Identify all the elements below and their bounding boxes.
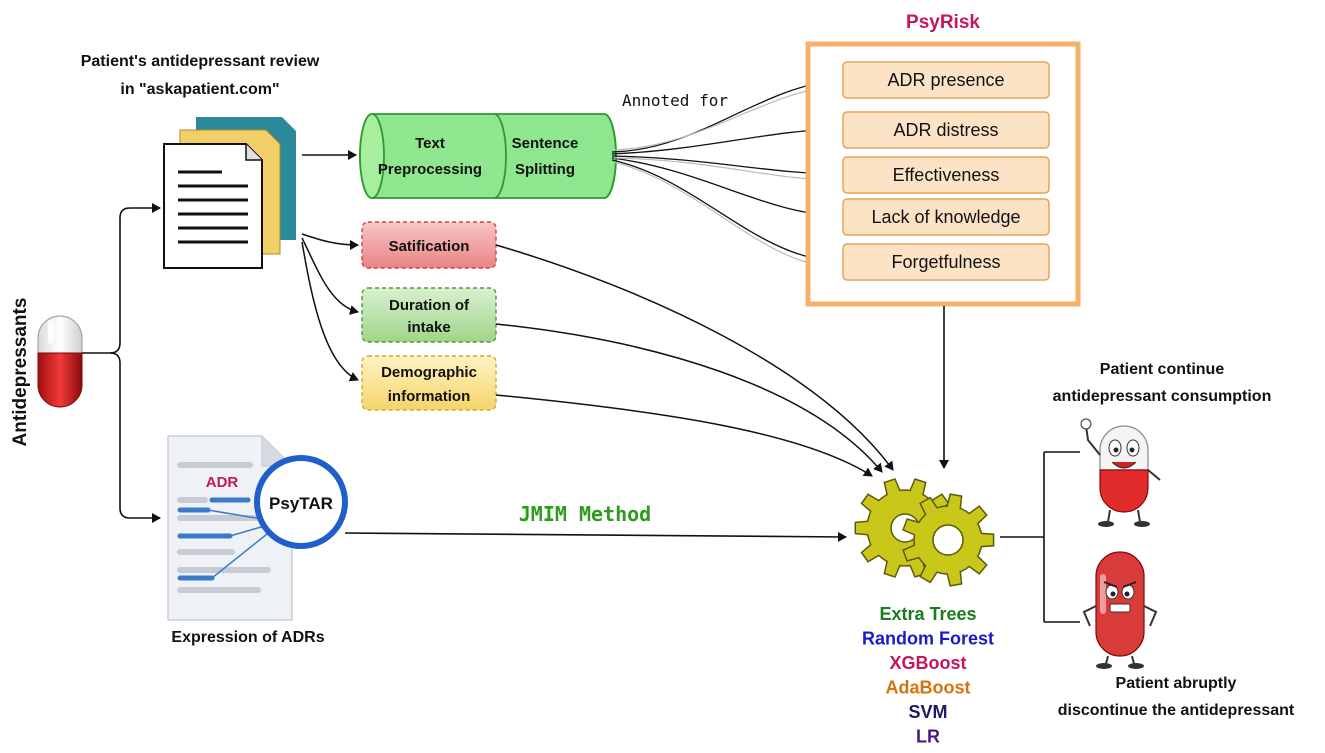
psytar-caption: Expression of ADRs [171, 629, 324, 646]
psyrisk-item-box [842, 111, 1050, 149]
psyrisk-title: PsyRisk [906, 12, 980, 33]
model-name: XGBoost [889, 653, 966, 673]
continue-label-line2: antidepressant consumption [1053, 388, 1272, 405]
model-name: Extra Trees [879, 604, 976, 624]
duration-label-line1: Duration of [389, 297, 470, 314]
model-name: LR [916, 727, 940, 747]
annotated-for-label: Annoted for [622, 91, 728, 110]
psyrisk-item-box [842, 156, 1050, 194]
psyrisk-item-label: ADR presence [887, 70, 1004, 90]
stage1-label-line1: Text [415, 135, 445, 152]
documents-icon [163, 117, 296, 269]
outcome-bracket [1000, 451, 1080, 623]
demographic-label-line2: information [388, 388, 471, 405]
model-name: AdaBoost [886, 678, 971, 698]
satisfaction-label: Satification [389, 238, 470, 255]
model-name: Random Forest [862, 629, 994, 649]
doc-to-features-arrows [301, 233, 359, 382]
model-gears-icon [854, 478, 995, 587]
psytar-to-model-arrow [344, 531, 847, 542]
demographic-box [361, 355, 497, 411]
psyrisk-item-box [842, 243, 1050, 281]
features-to-model-arrows [495, 244, 894, 477]
discontinue-label-line1: Patient abruptly [1116, 675, 1237, 692]
psytar-magnifier-ring [254, 455, 348, 549]
stage2-label-line2: Splitting [515, 161, 575, 178]
psyrisk-item-label: Lack of knowledge [871, 207, 1020, 227]
psyrisk-item-label: ADR distress [893, 120, 998, 140]
preprocessing-pipeline [359, 113, 617, 199]
jmim-method-label: JMIM Method [519, 502, 651, 526]
continue-label-line1: Patient continue [1100, 361, 1225, 378]
pill-icon [37, 315, 83, 408]
pill-branch-connector [82, 203, 161, 523]
demographic-label-line1: Demographic [381, 364, 477, 381]
model-name: SVM [908, 702, 947, 722]
duration-label-line2: intake [407, 319, 450, 336]
psyrisk-item-box [842, 198, 1050, 236]
angry-pill-character-icon [1082, 551, 1158, 669]
antidepressants-label: Antidepressants [10, 298, 31, 447]
stage1-label-line2: Preprocessing [378, 161, 482, 178]
psyrisk-item-box [842, 61, 1050, 99]
stage2-label-line1: Sentence [512, 135, 579, 152]
duration-box [361, 287, 497, 343]
psytar-label: PsyTAR [269, 494, 333, 513]
adr-label: ADR [206, 474, 239, 491]
discontinue-label-line2: discontinue the antidepressant [1058, 702, 1295, 719]
psyrisk-item-label: Forgetfulness [891, 252, 1000, 272]
review-title-line1: Patient's antidepressant review [81, 53, 320, 70]
psyrisk-item-label: Effectiveness [893, 165, 1000, 185]
review-title-line2: in "askapatient.com" [120, 81, 279, 98]
happy-pill-character-icon [1080, 418, 1161, 527]
